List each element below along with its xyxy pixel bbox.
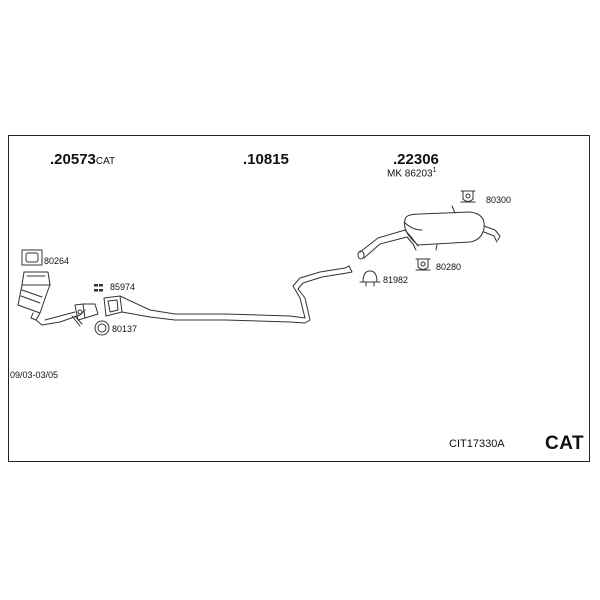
rear-silencer <box>357 205 501 260</box>
hanger-80280-icon <box>415 258 431 271</box>
kit-type-badge: CAT <box>545 433 585 454</box>
part-80137-label: 80137 <box>112 324 138 334</box>
part-81982-label: 81982 <box>383 275 409 285</box>
part-10815-label: .10815 <box>243 151 289 168</box>
part-80264-label: 80264 <box>44 256 70 266</box>
part-20573-label: .20573CAT <box>50 151 116 168</box>
ring-80137-icon <box>94 320 110 336</box>
part-80280-label: 80280 <box>436 262 462 272</box>
middle-pipe <box>103 265 353 324</box>
part-22306-label: .22306 <box>393 151 439 168</box>
part-80300-label: 80300 <box>486 195 512 205</box>
mk-86203-label: MK 862031 <box>387 167 437 180</box>
gasket-80264-icon <box>21 249 43 266</box>
diagram-frame <box>8 135 590 462</box>
bolt-85974-icon <box>94 284 103 292</box>
clamp-81982-icon <box>359 270 381 287</box>
validity-dates: 09/03-03/05 <box>10 370 59 380</box>
catalytic-converter <box>17 271 99 327</box>
part-85974-label: 85974 <box>110 282 136 292</box>
hanger-80300-icon <box>460 190 476 203</box>
kit-code: CIT17330A <box>449 438 505 450</box>
